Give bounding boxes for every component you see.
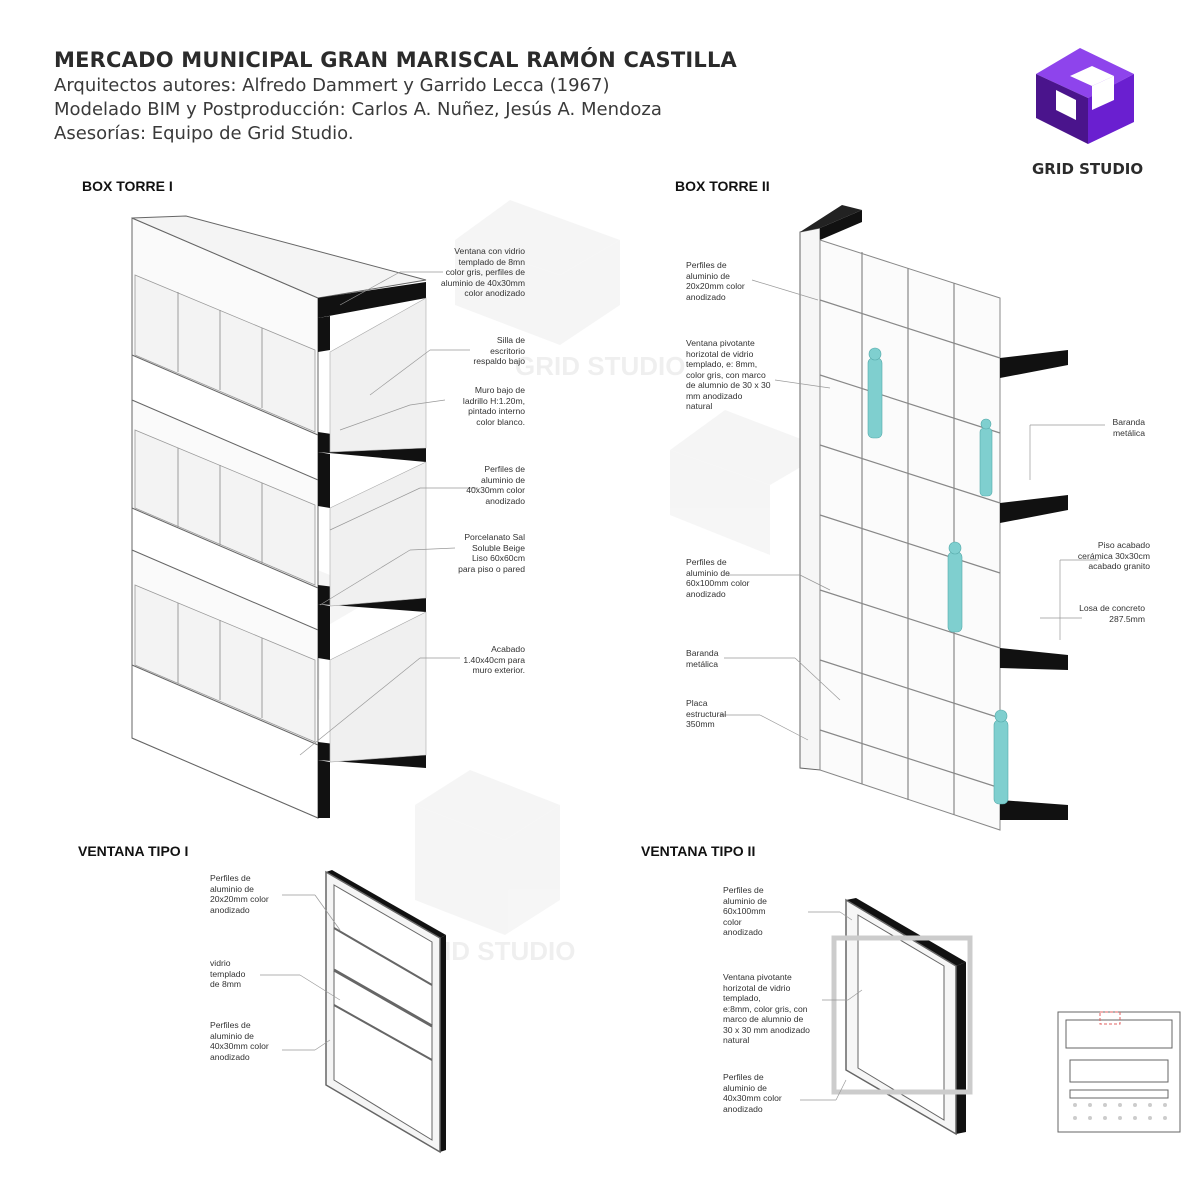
note-box2-railing: Baranda metálica xyxy=(686,648,719,669)
page-title: MERCADO MUNICIPAL GRAN MARISCAL RAMÓN CA… xyxy=(54,48,738,72)
watermark-text: GRID STUDIO xyxy=(515,351,685,381)
ventana-tipo-1-drawing xyxy=(325,870,446,1154)
box-torre-1-drawing xyxy=(131,215,427,819)
human-figure-icon xyxy=(867,347,1009,805)
note-box2-floor: Piso acabado cerámica 30x30cm acabado gr… xyxy=(1077,540,1150,571)
note-box2-pivot-window: Ventana pivotante horizotal de vidrio te… xyxy=(686,338,771,411)
note-box2-railing-right: Baranda metálica xyxy=(1112,417,1146,438)
note-box1-wall: Muro bajo de ladrillo H:1.20m, pintado i… xyxy=(462,385,525,427)
section-title-box-torre-2: BOX TORRE II xyxy=(675,178,770,194)
brand-name: GRID STUDIO xyxy=(1032,160,1144,178)
note-win1-profiles-20: Perfiles de aluminio de 20x20mm color an… xyxy=(210,873,269,915)
note-win2-pivot: Ventana pivotante horizotal de vidrio te… xyxy=(723,972,810,1045)
note-win1-profiles-40: Perfiles de aluminio de 40x30mm color an… xyxy=(210,1020,269,1062)
box-torre-1-leaders xyxy=(299,271,478,756)
ventana-tipo-1-leaders xyxy=(260,894,341,1051)
section-title-box-torre-1: BOX TORRE I xyxy=(82,178,173,194)
grid-studio-logo-icon xyxy=(1036,48,1134,144)
note-box1-window: Ventana con vidrio templado de 8mn color… xyxy=(440,246,525,298)
note-box1-porcelain: Porcelanato Sal Soluble Beige Liso 60x60… xyxy=(458,532,525,574)
advisory-line: Asesorías: Equipo de Grid Studio. xyxy=(54,123,354,144)
header: MERCADO MUNICIPAL GRAN MARISCAL RAMÓN CA… xyxy=(54,48,737,146)
section-title-ventana-1: VENTANA TIPO I xyxy=(78,843,189,859)
note-win2-profiles-60: Perfiles de aluminio de 60x100mm color a… xyxy=(723,885,767,937)
note-box2-slab: Losa de concreto 287.5mm xyxy=(1079,603,1145,624)
key-plan-drawing xyxy=(1057,1011,1181,1133)
note-box2-plate: Placa estructural 350mm xyxy=(686,698,727,729)
box-torre-2-leaders xyxy=(720,279,1105,741)
note-win2-profiles-40: Perfiles de aluminio de 40x30mm color an… xyxy=(723,1072,782,1114)
note-box1-profiles: Perfiles de aluminio de 40x30mm color an… xyxy=(466,464,525,506)
authors-line: Arquitectos autores: Alfredo Dammert y G… xyxy=(54,75,610,96)
note-box1-chair: Silla de escritorio respaldo bajo xyxy=(473,335,525,366)
note-win1-glass: vidrio templado de 8mm xyxy=(210,958,246,989)
note-box2-profiles-60: Perfiles de aluminio de 60x100mm color a… xyxy=(686,557,750,599)
ventana-tipo-2-leaders xyxy=(800,911,863,1101)
ventana-tipo-2-drawing xyxy=(831,898,973,1136)
note-box2-profiles-20: Perfiles de aluminio de 20x20mm color an… xyxy=(686,260,745,302)
box-torre-2-drawing xyxy=(799,205,1068,831)
note-box1-finish: Acabado 1.40x40cm para muro exterior. xyxy=(463,644,525,675)
modeling-line: Modelado BIM y Postproducción: Carlos A.… xyxy=(54,99,662,120)
section-title-ventana-2: VENTANA TIPO II xyxy=(641,843,756,859)
